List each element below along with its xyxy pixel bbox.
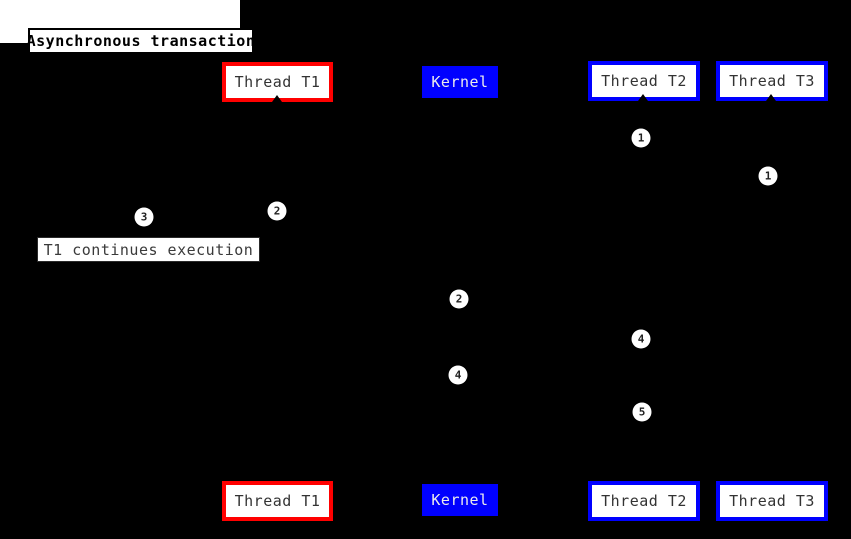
participant-kernel-top: Kernel [422, 66, 498, 98]
participant-kernel-bottom: Kernel [422, 484, 498, 516]
sequence-number-marker: 3 [134, 207, 154, 227]
lifeline-notch [272, 95, 282, 102]
sequence-number-marker: 2 [449, 289, 469, 309]
sequence-number-marker: 4 [631, 329, 651, 349]
participant-thread-t1-bottom: Thread T1 [222, 481, 333, 521]
participant-thread-t2-bottom: Thread T2 [588, 481, 700, 521]
participant-thread-t3-bottom: Thread T3 [716, 481, 828, 521]
sequence-number-marker: 5 [632, 402, 652, 422]
note-t1-continues: T1 continues execution [37, 237, 260, 262]
lifeline-thread-t1 [277, 102, 278, 481]
participant-thread-t3-top: Thread T3 [716, 61, 828, 101]
sequence-number-marker: 1 [758, 166, 778, 186]
lifeline-notch [766, 94, 776, 101]
diagram-title: Asynchronous transaction [27, 28, 255, 54]
sequence-number-marker: 2 [267, 201, 287, 221]
sequence-number-marker: 1 [631, 128, 651, 148]
lifeline-notch [638, 94, 648, 101]
sequence-number-marker: 4 [448, 365, 468, 385]
lifeline-thread-t3 [771, 102, 772, 481]
lifeline-thread-t2 [643, 102, 644, 481]
